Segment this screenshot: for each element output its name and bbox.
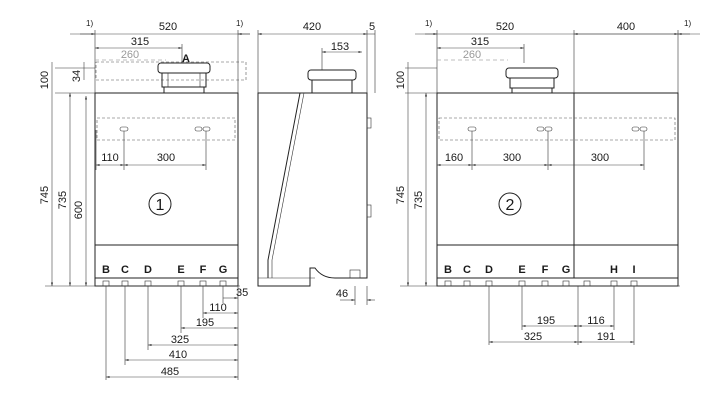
dim-r160: 160 — [445, 152, 463, 164]
dim-b35: 35 — [236, 287, 248, 299]
dim-rh100: 100 — [395, 71, 407, 89]
unit-number-2: 2 — [506, 197, 515, 214]
dim-width-520: 520 — [496, 21, 514, 33]
unit-number-1: 1 — [156, 197, 165, 214]
dim-r300b: 300 — [591, 152, 609, 164]
mounting-rail — [96, 117, 236, 141]
rconn-G: G — [562, 264, 571, 276]
conn-E: E — [177, 264, 184, 276]
rconn-F: F — [542, 264, 549, 276]
rconn-E: E — [518, 264, 525, 276]
dim-315: 315 — [131, 36, 149, 48]
right-unit-front-view: 1) 1) 520 400 315 260 2 — [395, 19, 700, 345]
left-bottom-dimensions: 35 110 195 325 410 485 — [105, 286, 248, 380]
rconn-B: B — [444, 264, 452, 276]
dim-300-mid: 300 — [157, 152, 175, 164]
flue-outline — [95, 61, 247, 81]
dim-b325: 325 — [171, 334, 189, 346]
dim-width-400: 400 — [617, 21, 635, 33]
dim-b410: 410 — [169, 349, 187, 361]
rconn-C: C — [463, 264, 471, 276]
rconn-H: H — [610, 264, 618, 276]
marker-A: A — [182, 53, 190, 65]
conn-B: B — [102, 264, 110, 276]
dim-b195: 195 — [196, 317, 214, 329]
dim-gap-5: 5 — [369, 21, 375, 33]
flue-adapter — [157, 62, 211, 94]
dim-h745: 745 — [39, 186, 51, 204]
conn-C: C — [121, 264, 129, 276]
note-marker-right-a: 1) — [425, 19, 432, 28]
dim-520: 520 — [159, 21, 177, 33]
unit-number-1-circle — [148, 192, 172, 216]
dim-flue-153: 153 — [331, 41, 349, 53]
right-connection-stubs — [444, 280, 638, 287]
dim-r300a: 300 — [503, 152, 521, 164]
dim-h600: 600 — [73, 201, 85, 219]
conn-F: F — [200, 264, 207, 276]
rconn-D: D — [485, 264, 493, 276]
side-body — [257, 92, 368, 287]
dim-rb325: 325 — [524, 331, 542, 343]
left-mid-dimensions: 110 300 — [95, 130, 207, 170]
dim-h100: 100 — [39, 71, 51, 89]
dim-rb191: 191 — [597, 331, 615, 343]
side-flue — [307, 69, 357, 81]
dim-rb116: 116 — [587, 315, 605, 327]
left-top-dimensions: 1) 1) 520 315 260 — [70, 19, 250, 93]
dim-110-mid: 110 — [101, 152, 119, 164]
dim-bottom-46: 46 — [336, 288, 348, 300]
dim-rb195: 195 — [537, 315, 555, 327]
right-connection-labels: B C D E F G H I — [444, 264, 636, 276]
dim-rh745: 745 — [395, 186, 407, 204]
side-view: 420 5 153 46 — [257, 21, 376, 305]
note-marker-left-a: 1) — [86, 19, 93, 28]
left-vertical-dimensions: 100 34 745 735 600 — [39, 62, 240, 287]
rconn-I: I — [632, 264, 635, 276]
cascade-body — [436, 92, 679, 287]
dim-b110: 110 — [209, 302, 227, 314]
dim-260: 260 — [121, 49, 139, 61]
boiler-body — [94, 92, 239, 287]
dim-depth-420: 420 — [303, 21, 321, 33]
conn-G: G — [219, 264, 228, 276]
dim-r260: 260 — [463, 49, 481, 61]
dim-rh735: 735 — [413, 191, 425, 209]
dim-r315: 315 — [471, 36, 489, 48]
unit-number-2-circle — [498, 192, 522, 216]
dim-b485: 485 — [161, 366, 179, 378]
note-marker-left-b: 1) — [236, 19, 243, 28]
dim-h735: 735 — [57, 191, 69, 209]
left-unit-front-view: 1 B C D E F G A — [94, 53, 247, 287]
left-connection-stubs — [102, 280, 227, 287]
conn-D: D — [144, 264, 152, 276]
note-marker-right-b: 1) — [684, 19, 691, 28]
left-connection-labels: B C D E F G — [102, 264, 227, 276]
dim-h34: 34 — [71, 70, 83, 82]
